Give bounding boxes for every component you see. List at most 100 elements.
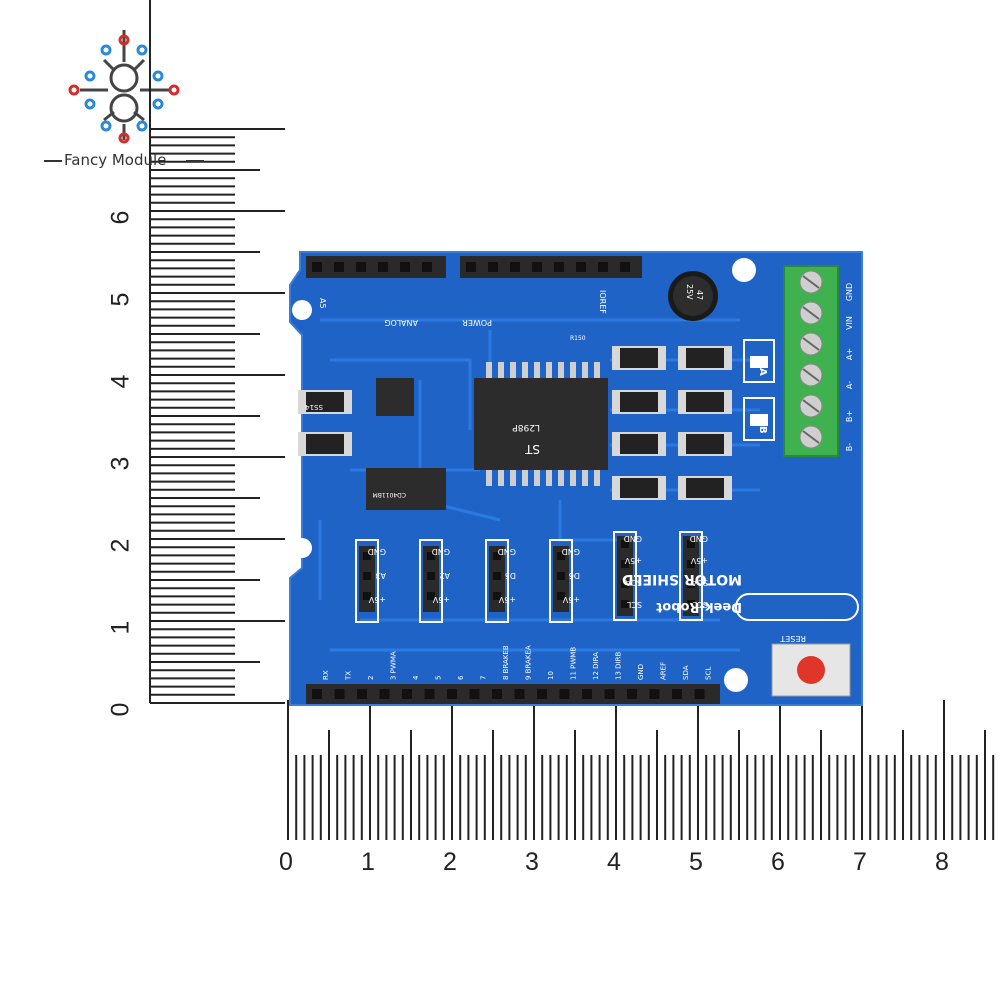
resistor-label: R150 — [570, 335, 586, 342]
channel-b-indicator — [743, 397, 775, 441]
horizontal-ruler-label: 2 — [443, 848, 457, 876]
motor-driver-chip — [474, 362, 608, 486]
jumper-label: +5V — [368, 595, 386, 604]
reset-label: RESET — [780, 634, 806, 643]
brand-name: Fancy Module — [64, 151, 167, 169]
jumper-pin[interactable] — [493, 592, 501, 600]
header-pin — [492, 689, 502, 699]
channel-b-label: B — [757, 426, 768, 434]
terminal-label: A- — [845, 381, 854, 389]
i2c-pin[interactable] — [621, 600, 629, 608]
jumper-pin[interactable] — [363, 572, 371, 580]
jumper-pin[interactable] — [493, 572, 501, 580]
chip-maker: ST — [524, 442, 540, 456]
digital-pin-label: 11 PWMB — [570, 647, 578, 680]
digital-pin-label: 10 — [547, 671, 555, 680]
vertical-ruler-label: 2 — [106, 538, 135, 553]
diode-body — [686, 348, 724, 368]
header-pin — [424, 689, 435, 699]
i2c-header — [617, 536, 633, 616]
board-title: MOTOR SHIELD — [622, 571, 742, 587]
jumper-pin[interactable] — [557, 592, 565, 600]
header-pin — [379, 689, 390, 699]
chip-pin — [486, 470, 492, 486]
i2c-pin[interactable] — [621, 560, 629, 568]
chip-pin — [510, 362, 516, 378]
jumper-label: +5V — [432, 595, 450, 604]
digital-pin-label: 3 PWMA — [390, 651, 398, 680]
maker-name: Deek-Robot — [656, 599, 742, 614]
vertical-ruler-label: 5 — [106, 292, 135, 307]
jumper-label: GND — [498, 547, 516, 556]
jumper-pin[interactable] — [427, 592, 435, 600]
digital-pin-label: GND — [637, 664, 645, 680]
header-pin — [312, 689, 322, 699]
header-pin — [466, 262, 476, 272]
jumper-outline — [419, 539, 443, 623]
i2c-label: SCL — [692, 600, 708, 609]
digital-pin-label: AREF — [660, 662, 668, 680]
logo-dash-right — [186, 160, 204, 162]
i2c-pin[interactable] — [621, 580, 629, 588]
reset-button[interactable] — [771, 643, 851, 697]
horizontal-ruler-label: 6 — [771, 848, 785, 876]
diode-label: SS14 — [305, 403, 323, 411]
header-pin — [334, 689, 345, 699]
header-pin — [402, 689, 412, 699]
jumper-label: +5V — [498, 595, 516, 604]
chip-pin — [570, 470, 576, 486]
jumper-pin[interactable] — [557, 552, 565, 560]
chip-pin — [486, 362, 492, 378]
analog-label: ANALOG — [384, 318, 418, 327]
power-header — [460, 256, 642, 278]
header-pin — [312, 262, 322, 272]
chip-pin — [558, 470, 564, 486]
digital-pin-label: 4 — [412, 675, 420, 680]
capacitor-voltage: 25V — [685, 284, 694, 300]
capacitor — [668, 271, 718, 321]
vertical-ruler-label: 4 — [106, 374, 135, 389]
digital-pin-label: SDA — [682, 665, 690, 680]
i2c-pin[interactable] — [687, 540, 695, 548]
header-pin — [378, 262, 388, 272]
jumper-pin[interactable] — [493, 552, 501, 560]
screw-slot — [802, 430, 820, 444]
i2c-pin[interactable] — [687, 580, 695, 588]
jumper-pin[interactable] — [427, 572, 435, 580]
header-pin — [604, 689, 615, 699]
i2c-pin[interactable] — [687, 560, 695, 568]
capacitor-value: 47 — [695, 290, 704, 300]
digital-pin-label: TX — [345, 671, 353, 681]
vertical-ruler-label: 1 — [106, 620, 135, 635]
i2c-outline — [613, 531, 637, 621]
header-pin — [422, 262, 432, 272]
jumper-pin[interactable] — [363, 592, 371, 600]
horizontal-ruler-label: 1 — [361, 848, 375, 876]
vertical-ruler-label: 3 — [106, 456, 135, 471]
vertical-ruler-label: 6 — [106, 210, 135, 225]
header-pin — [672, 689, 682, 699]
header-pin — [400, 262, 410, 272]
i2c-pin[interactable] — [687, 600, 695, 608]
header-pin — [559, 689, 570, 699]
diode-body — [620, 434, 658, 454]
chip-pin — [546, 362, 552, 378]
channel-a-label: A — [757, 368, 768, 376]
brand-logo-icon — [68, 30, 180, 144]
i2c-label: GND — [624, 534, 642, 543]
header-pin — [356, 262, 366, 272]
i2c-label: SDA — [691, 578, 708, 587]
jumper-pin[interactable] — [427, 552, 435, 560]
diode-body — [620, 348, 658, 368]
header-pin — [620, 262, 630, 272]
digital-pin-label: 6 — [457, 675, 465, 680]
jumper-pin[interactable] — [363, 552, 371, 560]
chip-pin — [510, 470, 516, 486]
maker-badge — [735, 593, 859, 621]
header-pin — [694, 689, 705, 699]
chip-pin — [546, 470, 552, 486]
i2c-label: SDA — [625, 578, 642, 587]
jumper-pin[interactable] — [557, 572, 565, 580]
jumper-label: A3 — [375, 571, 386, 580]
i2c-pin[interactable] — [621, 540, 629, 548]
